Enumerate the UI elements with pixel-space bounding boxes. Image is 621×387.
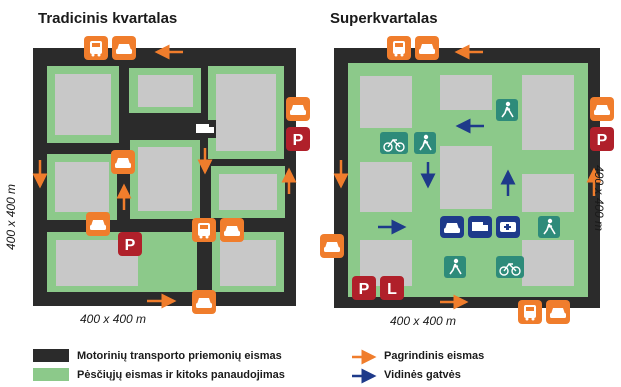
car-icon bbox=[86, 212, 110, 236]
legend-internal-streets: Vidinės gatvės bbox=[384, 369, 461, 381]
legend-road-swatch bbox=[33, 349, 69, 362]
left-panel-title: Tradicinis kvartalas bbox=[38, 10, 178, 27]
legend-pedestrian: Pėsčiųjų eismas ir kitoks panaudojimas bbox=[33, 368, 285, 381]
car-icon bbox=[220, 218, 244, 242]
bus-icon bbox=[518, 300, 542, 324]
right-building-4 bbox=[360, 162, 412, 212]
left-bottom-dimension: 400 x 400 m bbox=[80, 312, 147, 326]
left-building-3 bbox=[216, 74, 276, 151]
car-icon bbox=[440, 216, 464, 238]
ambulance-icon bbox=[496, 216, 520, 238]
car-icon bbox=[286, 97, 310, 121]
car-icon bbox=[590, 97, 614, 121]
car-icon bbox=[192, 290, 216, 314]
pedestrian-icon bbox=[444, 256, 466, 278]
traditional-block: P P bbox=[32, 36, 310, 314]
parking-icon: P bbox=[118, 232, 142, 256]
svg-text:P: P bbox=[359, 281, 370, 298]
parking-icon: P bbox=[590, 127, 614, 151]
left-building-4 bbox=[55, 162, 109, 212]
car-icon bbox=[415, 36, 439, 60]
legend-motor-traffic: Motorinių transporto priemonių eismas bbox=[33, 349, 282, 362]
left-side-dimension: 400 x 400 m bbox=[4, 183, 18, 250]
car-icon bbox=[320, 234, 344, 258]
right-side-dimension: 400 x 400 m bbox=[592, 165, 606, 232]
right-building-2 bbox=[440, 75, 492, 110]
bus-icon bbox=[84, 36, 108, 60]
left-building-6 bbox=[219, 174, 277, 210]
pedestrian-icon bbox=[414, 132, 436, 154]
pedestrian-icon bbox=[496, 99, 518, 121]
right-panel-title: Superkvartalas bbox=[330, 10, 438, 27]
bicycle-icon bbox=[496, 256, 524, 278]
svg-text:P: P bbox=[125, 237, 136, 254]
truck-icon bbox=[194, 120, 216, 138]
right-bottom-dimension: 400 x 400 m bbox=[390, 314, 457, 328]
parking-icon: P bbox=[286, 127, 310, 151]
svg-text:P: P bbox=[293, 132, 304, 149]
superblock: P P L bbox=[320, 36, 614, 324]
left-building-8 bbox=[220, 240, 276, 286]
left-building-2 bbox=[138, 75, 193, 107]
right-building-1 bbox=[360, 76, 412, 128]
left-building-5 bbox=[138, 147, 192, 211]
bicycle-icon bbox=[380, 132, 408, 154]
legend-label: Pagrindinis eismas bbox=[384, 350, 485, 362]
car-icon bbox=[111, 150, 135, 174]
bus-icon bbox=[387, 36, 411, 60]
svg-text:L: L bbox=[387, 281, 397, 298]
parking-icon: P bbox=[352, 276, 376, 300]
learner-sign-icon: L bbox=[380, 276, 404, 300]
left-building-1 bbox=[55, 74, 111, 135]
legend-label: Pėsčiųjų eismas ir kitoks panaudojimas bbox=[77, 368, 285, 381]
svg-text:P: P bbox=[597, 132, 608, 149]
right-building-3 bbox=[522, 75, 574, 150]
car-icon bbox=[112, 36, 136, 60]
bus-icon bbox=[192, 218, 216, 242]
legend-label: Motorinių transporto priemonių eismas bbox=[77, 349, 282, 362]
legend-green-swatch bbox=[33, 368, 69, 381]
truck-icon bbox=[468, 216, 492, 238]
pedestrian-icon bbox=[538, 216, 560, 238]
right-building-5 bbox=[440, 146, 492, 209]
car-icon bbox=[546, 300, 570, 324]
legend-label: Vidinės gatvės bbox=[384, 369, 461, 381]
right-building-8 bbox=[522, 240, 574, 286]
right-building-6 bbox=[522, 174, 574, 212]
legend-main-traffic: Pagrindinis eismas bbox=[384, 350, 484, 362]
